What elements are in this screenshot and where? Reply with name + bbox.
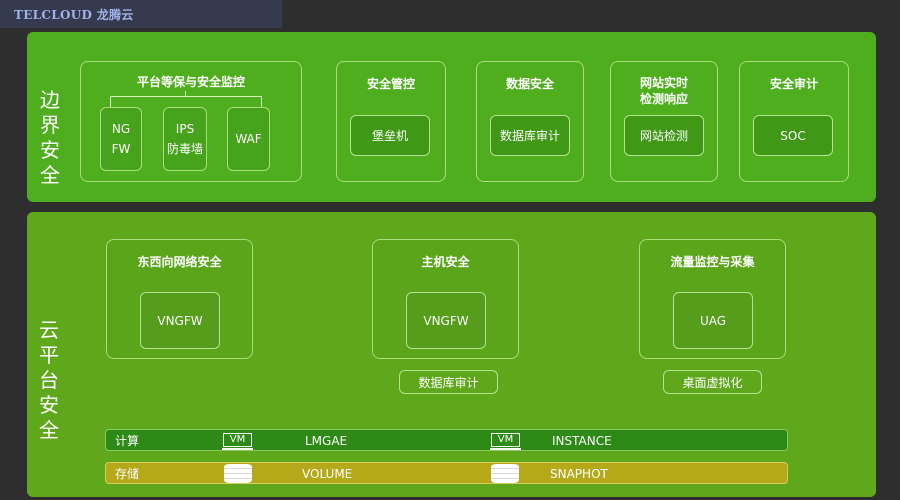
- boundary-security-label: 边界安全: [40, 88, 60, 187]
- connector-line: [185, 91, 186, 97]
- group-title: 流量监控与采集: [670, 255, 755, 269]
- item-label: FW: [111, 142, 131, 156]
- website-check-box: 网站检测: [624, 115, 704, 156]
- data-security-group: 数据安全 数据库审计: [476, 61, 584, 182]
- group-title: 安全管控: [366, 77, 415, 91]
- item-label: WAF: [235, 132, 262, 146]
- disk-icon: [491, 464, 519, 483]
- group-title: 主机安全: [421, 255, 470, 269]
- instance-label: INSTANCE: [552, 434, 612, 448]
- ips-box: IPS 防毒墙: [163, 107, 207, 171]
- group-title: 东西向网络安全: [137, 255, 222, 269]
- storage-label: 存储: [115, 467, 140, 481]
- snapshot-label: SNAPHOT: [550, 467, 608, 481]
- brand-logo: TELCLOUD 龙腾云: [0, 0, 282, 28]
- disk-icon: [224, 464, 252, 483]
- desktop-virtualization-pill: 桌面虚拟化: [663, 370, 762, 394]
- group-title: 网站实时 检测响应: [639, 76, 688, 106]
- storage-bar: 存储 VOLUME SNAPHOT: [105, 462, 788, 484]
- item-label: NG: [111, 122, 131, 136]
- group-title: 安全审计: [769, 77, 818, 91]
- uag-box: UAG: [673, 292, 753, 349]
- group-title: 平台等保与安全监控: [136, 75, 245, 89]
- vm-icon: VM: [222, 433, 253, 450]
- platform-monitoring-group: 平台等保与安全监控: [80, 61, 302, 182]
- connector-line: [110, 96, 262, 107]
- waf-box: WAF: [227, 107, 270, 171]
- soc-box: SOC: [753, 115, 833, 156]
- lmgae-label: LMGAE: [305, 434, 348, 448]
- host-security-group: 主机安全 VNGFW: [372, 239, 519, 359]
- security-control-group: 安全管控 堡垒机: [336, 61, 446, 182]
- website-detection-group: 网站实时 检测响应 网站检测: [610, 61, 718, 182]
- vngfw-box: VNGFW: [406, 292, 486, 349]
- traffic-monitoring-group: 流量监控与采集 UAG: [639, 239, 786, 359]
- vngfw-box: VNGFW: [140, 292, 220, 349]
- security-audit-group: 安全审计 SOC: [739, 61, 849, 182]
- volume-label: VOLUME: [302, 467, 353, 481]
- east-west-network-group: 东西向网络安全 VNGFW: [106, 239, 253, 359]
- vm-icon: VM: [490, 433, 521, 450]
- database-audit-box: 数据库审计: [490, 115, 570, 156]
- compute-bar: 计算 VM LMGAE VM INSTANCE: [105, 429, 788, 451]
- bastion-host-box: 堡垒机: [350, 115, 430, 156]
- group-title: 数据安全: [505, 77, 554, 91]
- database-audit-pill: 数据库审计: [399, 370, 498, 394]
- compute-label: 计算: [115, 434, 140, 448]
- cloud-platform-security-label: 云平台安全: [39, 318, 59, 442]
- item-label: 防毒墙: [166, 142, 203, 156]
- ngfw-box: NG FW: [100, 107, 142, 171]
- item-label: IPS: [175, 122, 195, 136]
